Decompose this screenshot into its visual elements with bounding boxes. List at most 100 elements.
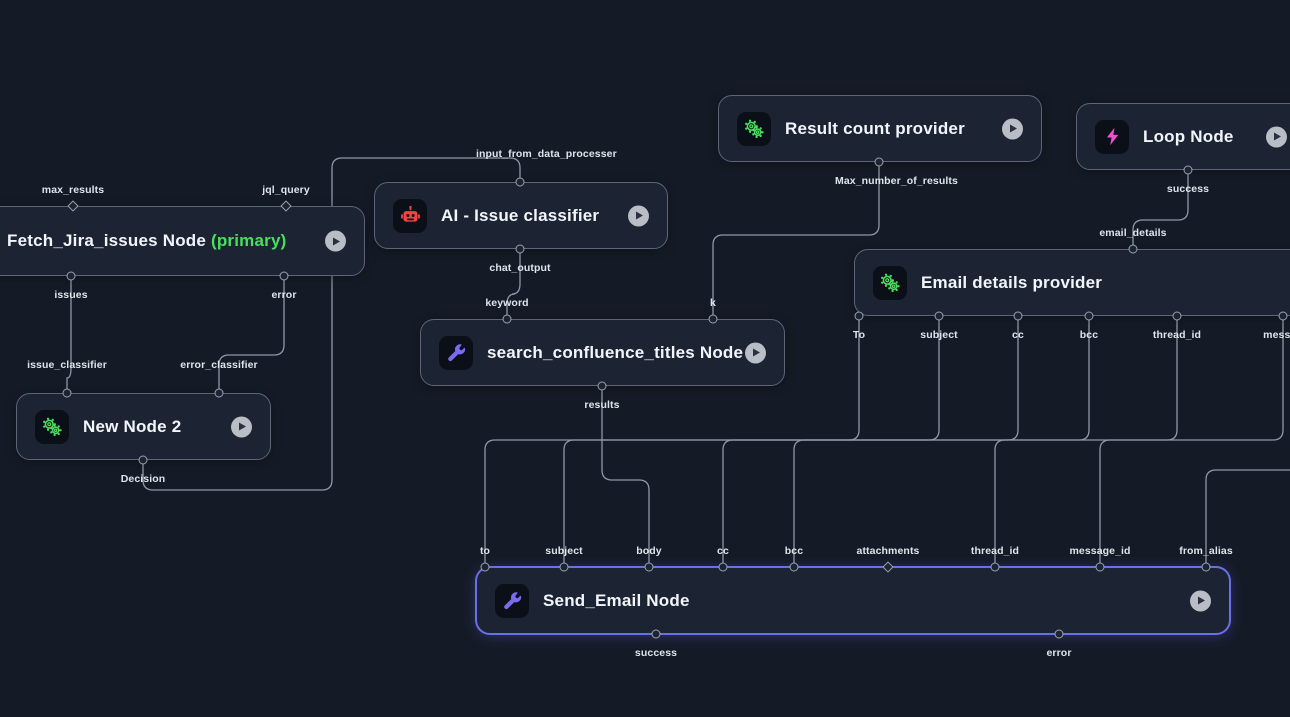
run-node-button[interactable] xyxy=(1002,118,1023,139)
port-label: messag xyxy=(1263,329,1290,341)
port-new_node_2-issue_classifier[interactable] xyxy=(62,388,72,398)
port-fetch_jira-issues[interactable] xyxy=(66,271,76,281)
port-label: email_details xyxy=(1099,227,1167,239)
port-label: to xyxy=(479,545,491,557)
port-label: bcc xyxy=(1079,329,1099,341)
node-title: AI - Issue classifier xyxy=(441,205,600,225)
port-label: jql_query xyxy=(262,184,310,196)
port-label: attachments xyxy=(856,545,920,557)
port-search_confluence_titles-results[interactable] xyxy=(597,381,607,391)
port-label: cc xyxy=(717,545,729,557)
port-label: message_id xyxy=(1069,545,1131,557)
port-search_confluence_titles-keyword[interactable] xyxy=(502,314,512,324)
node-title: Result count provider xyxy=(785,118,965,138)
node-title: Email details provider xyxy=(921,272,1103,292)
node-search_confluence_titles[interactable]: search_confluence_titles Node xyxy=(420,319,785,386)
port-label: issue_classifier xyxy=(27,359,107,371)
node-email_details_provider[interactable]: Email details provider xyxy=(854,249,1290,316)
edge xyxy=(994,315,1178,568)
lightning-icon xyxy=(1095,119,1129,154)
port-label: error_classifier xyxy=(180,359,258,371)
port-email_details_provider-email_details[interactable] xyxy=(1128,244,1138,254)
node-title: New Node 2 xyxy=(83,416,182,436)
port-email_details_provider-thread_id[interactable] xyxy=(1172,311,1182,321)
port-label: thread_id xyxy=(1152,329,1202,341)
port-send_email-from_alias[interactable] xyxy=(1201,562,1211,572)
port-label: results xyxy=(584,399,620,411)
run-node-button[interactable] xyxy=(1190,590,1211,611)
play-icon xyxy=(333,237,340,245)
port-send_email-message_id[interactable] xyxy=(1095,562,1105,572)
port-label: subject xyxy=(920,329,958,341)
port-email_details_provider-subject[interactable] xyxy=(934,311,944,321)
port-label: body xyxy=(636,545,662,557)
port-label: subject xyxy=(545,545,583,557)
node-title: Fetch_Jira_issues Node (primary) xyxy=(7,231,287,250)
port-label: k xyxy=(710,297,716,309)
node-result_count_provider[interactable]: Result count provider xyxy=(718,95,1042,162)
port-send_email-error[interactable] xyxy=(1054,629,1064,639)
node-new_node_2[interactable]: New Node 2 xyxy=(16,393,271,460)
port-label: To xyxy=(852,329,866,341)
port-send_email-bcc[interactable] xyxy=(789,562,799,572)
port-label: keyword xyxy=(485,297,529,309)
node-title: Send_Email Node xyxy=(543,590,690,610)
port-label: Max_number_of_results xyxy=(835,175,958,187)
edge xyxy=(793,315,1090,568)
port-label: Decision xyxy=(120,473,166,485)
port-send_email-success[interactable] xyxy=(651,629,661,639)
edge xyxy=(1099,315,1284,568)
port-label: bcc xyxy=(784,545,804,557)
port-result_count_provider-Max_number_of_results[interactable] xyxy=(874,157,884,167)
run-node-button[interactable] xyxy=(231,416,252,437)
port-send_email-to[interactable] xyxy=(480,562,490,572)
port-label: error xyxy=(1046,647,1072,659)
gears-icon xyxy=(737,111,771,146)
play-icon xyxy=(1198,596,1205,605)
play-icon xyxy=(636,211,643,220)
port-new_node_2-Decision[interactable] xyxy=(138,455,148,465)
node-loop_node[interactable]: Loop Node xyxy=(1076,103,1290,170)
port-email_details_provider-To[interactable] xyxy=(854,311,864,321)
node-send_email[interactable]: Send_Email Node xyxy=(476,567,1230,634)
port-label: chat_output xyxy=(489,262,551,274)
port-ai_issue_classifier-chat_output[interactable] xyxy=(515,244,525,254)
port-new_node_2-error_classifier[interactable] xyxy=(214,388,224,398)
port-send_email-subject[interactable] xyxy=(559,562,569,572)
gears-icon xyxy=(873,265,907,300)
gears-icon xyxy=(35,409,69,444)
run-node-button[interactable] xyxy=(745,342,766,363)
port-ai_issue_classifier-input_from_data_processer[interactable] xyxy=(515,177,525,187)
port-label: success xyxy=(634,647,678,659)
port-label: cc xyxy=(1012,329,1024,341)
port-send_email-body[interactable] xyxy=(644,562,654,572)
port-label: error xyxy=(271,289,297,301)
play-icon xyxy=(239,422,246,431)
node-primary-tag: (primary) xyxy=(206,231,287,250)
run-node-button[interactable] xyxy=(628,205,649,226)
robot-icon xyxy=(393,198,427,233)
node-title: search_confluence_titles Node xyxy=(487,342,744,362)
port-label: issues xyxy=(54,289,88,301)
play-icon xyxy=(753,348,760,357)
run-node-button[interactable] xyxy=(1266,126,1287,147)
node-ai_issue_classifier[interactable]: AI - Issue classifier xyxy=(374,182,668,249)
port-label: from_alias xyxy=(1179,545,1233,557)
port-label: success xyxy=(1166,183,1210,195)
node-fetch_jira[interactable]: Fetch_Jira_issues Node (primary) xyxy=(0,206,365,276)
port-label: thread_id xyxy=(970,545,1020,557)
port-send_email-cc[interactable] xyxy=(718,562,728,572)
port-label: input_from_data_processer xyxy=(476,148,617,160)
play-icon xyxy=(1010,124,1017,133)
port-loop_node-success[interactable] xyxy=(1183,165,1193,175)
port-fetch_jira-error[interactable] xyxy=(279,271,289,281)
play-icon xyxy=(1274,132,1281,141)
port-send_email-thread_id[interactable] xyxy=(990,562,1000,572)
port-email_details_provider-messag[interactable] xyxy=(1278,311,1288,321)
wrench-icon xyxy=(439,335,473,370)
port-search_confluence_titles-k[interactable] xyxy=(708,314,718,324)
run-node-button[interactable] xyxy=(325,230,346,252)
port-email_details_provider-cc[interactable] xyxy=(1013,311,1023,321)
port-email_details_provider-bcc[interactable] xyxy=(1084,311,1094,321)
